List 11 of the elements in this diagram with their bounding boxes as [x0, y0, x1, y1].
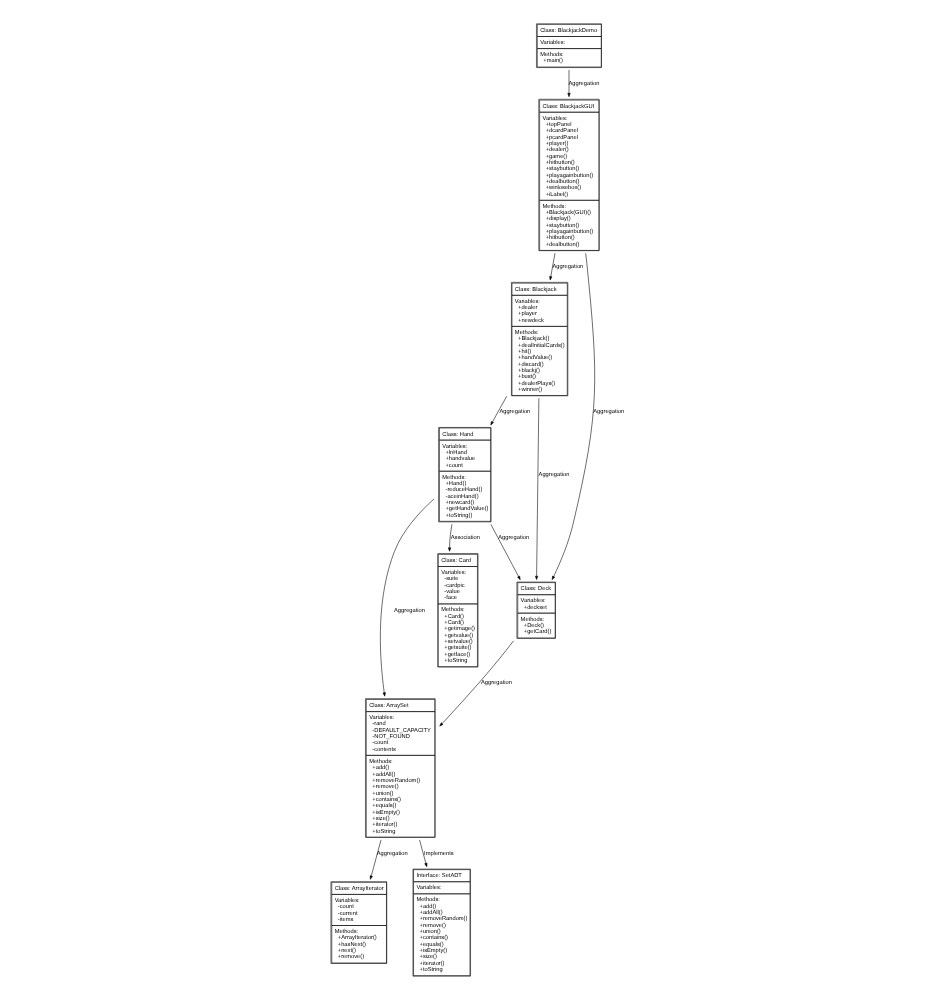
arrow: [534, 396, 539, 579]
arrow: [550, 251, 595, 579]
arrow: [489, 394, 507, 425]
arrow: [418, 838, 427, 867]
arrow: [566, 68, 570, 97]
arrow: [548, 251, 555, 280]
arrow: [368, 838, 381, 879]
arrow: [438, 639, 513, 726]
arrow: [379, 497, 434, 696]
arrow: [447, 523, 452, 551]
arrow: [489, 523, 520, 579]
